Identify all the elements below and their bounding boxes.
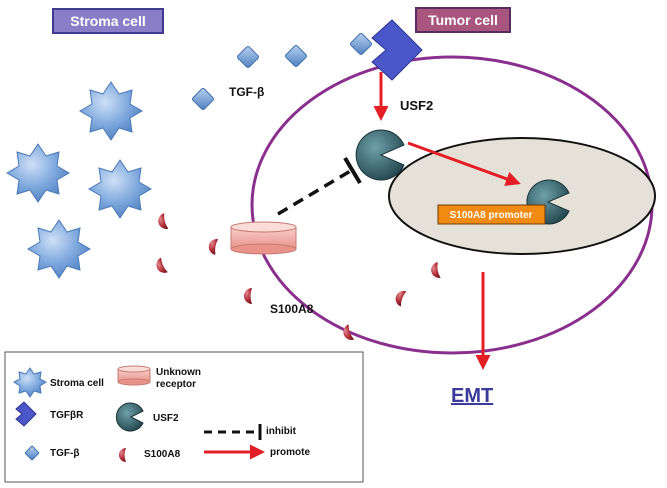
stroma-cell xyxy=(88,159,152,219)
legend-promote-label: promote xyxy=(270,447,310,458)
s100a8-promoter-box xyxy=(437,204,546,225)
tumor-cell-title: Tumor cell xyxy=(415,7,511,33)
inhibit-line xyxy=(277,168,353,216)
legend-unknown-receptor-label-1: Unknown xyxy=(156,367,201,378)
promote-arrow-usf2-to-promoter xyxy=(407,141,521,186)
legend-usf2-icon xyxy=(115,402,144,432)
legend-box xyxy=(4,351,364,483)
legend-unknown-receptor-icon xyxy=(117,365,151,386)
legend-tgfbr-label: TGFβR xyxy=(50,410,84,421)
s100a8-molecule xyxy=(431,262,441,278)
tgf-beta-label: TGF-β xyxy=(229,85,264,99)
usf2-label: USF2 xyxy=(400,98,433,113)
legend-tgf-beta-icon xyxy=(24,445,40,461)
tgf-beta-molecule xyxy=(285,45,307,67)
s100a8-molecule xyxy=(343,324,355,340)
nucleus xyxy=(388,137,656,255)
legend-s100a8-icon xyxy=(119,448,126,462)
tgf-beta-molecule xyxy=(192,88,214,110)
legend-tgfbr-icon xyxy=(15,401,37,427)
s100a8-molecule xyxy=(158,213,169,229)
stroma-cell xyxy=(79,81,143,141)
tgf-beta-molecule xyxy=(237,46,259,68)
promoter-label: S100A8 promoter xyxy=(450,210,533,221)
legend-stroma-cell-icon xyxy=(13,367,47,398)
s100a8-label: S100A8 xyxy=(270,302,314,316)
legend-unknown-receptor-label-2: receptor xyxy=(156,379,196,390)
inhibit-bar xyxy=(343,156,362,185)
emt-label: EMT xyxy=(451,385,494,407)
stroma-cell xyxy=(6,143,70,203)
s100a8-molecule xyxy=(156,257,168,273)
legend-s100a8-label: S100A8 xyxy=(144,449,181,460)
legend-tgf-beta-label: TGF-β xyxy=(50,448,79,459)
legend-usf2-label: USF2 xyxy=(153,413,179,424)
tgfbr-receptor xyxy=(371,19,423,81)
legend-stroma-cell-label: Stroma cell xyxy=(50,378,104,389)
unknown-receptor xyxy=(230,221,297,255)
s100a8-molecule xyxy=(208,239,219,255)
legend-inhibit-label: inhibit xyxy=(266,426,297,437)
usf2-protein xyxy=(355,129,405,181)
s100a8-molecule xyxy=(244,288,252,304)
s100a8-molecule xyxy=(395,290,407,307)
stroma-cell xyxy=(27,219,91,279)
tgf-beta-molecule xyxy=(350,33,372,55)
stroma-cell-title: Stroma cell xyxy=(52,8,164,34)
